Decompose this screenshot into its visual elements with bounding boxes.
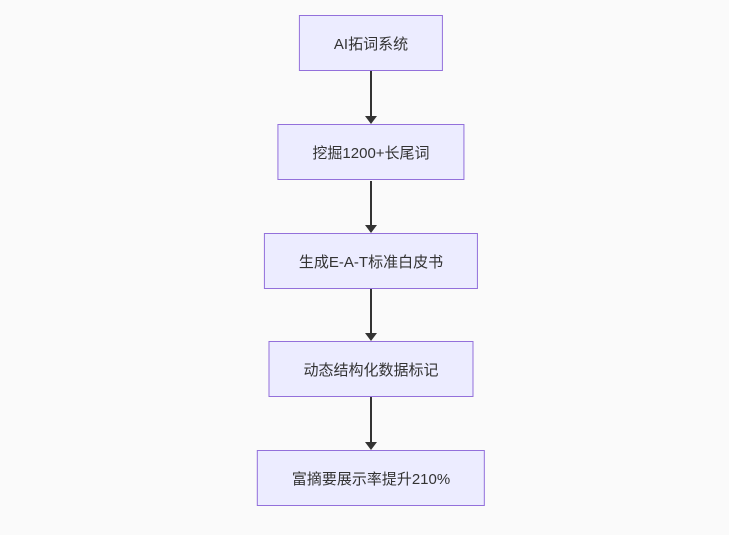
flow-node-label: 富摘要展示率提升210% — [291, 470, 451, 488]
flow-node-label: 挖掘1200+长尾词 — [312, 144, 430, 162]
flow-arrow-1 — [365, 71, 377, 124]
flow-node-eat-whitepaper: 生成E-A-T标准白皮书 — [263, 233, 479, 289]
flow-node-structured-data: 动态结构化数据标记 — [268, 341, 474, 397]
flow-node-ai-word-system: AI拓词系统 — [298, 15, 444, 71]
arrow-down-icon — [365, 333, 377, 341]
flow-arrow-3 — [365, 289, 377, 341]
flow-node-longtail-mining: 挖掘1200+长尾词 — [277, 124, 465, 180]
flow-arrow-4 — [365, 397, 377, 450]
flow-node-label: AI拓词系统 — [333, 35, 409, 53]
arrow-line — [370, 397, 372, 443]
arrow-down-icon — [365, 442, 377, 450]
flow-node-label: 生成E-A-T标准白皮书 — [298, 253, 444, 271]
arrow-line — [370, 71, 372, 117]
arrow-line — [370, 289, 372, 334]
flow-node-rich-snippet-result: 富摘要展示率提升210% — [256, 450, 486, 506]
arrow-line — [370, 181, 372, 226]
flow-node-label: 动态结构化数据标记 — [303, 361, 439, 379]
flow-arrow-2 — [365, 181, 377, 233]
arrow-down-icon — [365, 225, 377, 233]
arrow-down-icon — [365, 116, 377, 124]
